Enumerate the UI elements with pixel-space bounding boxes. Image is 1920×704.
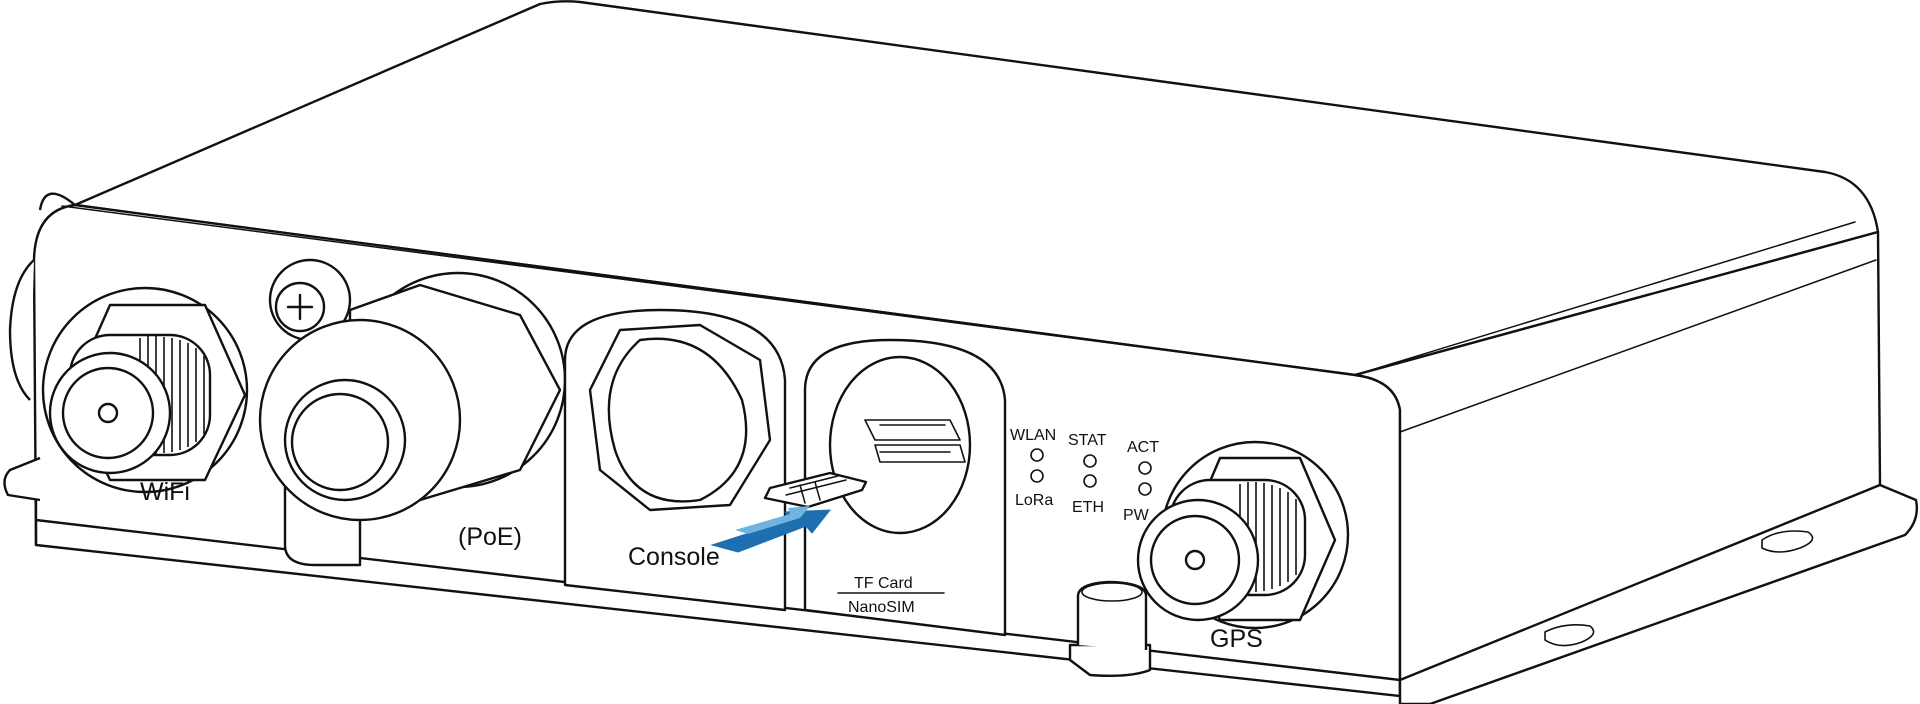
console-label: Console — [628, 543, 720, 571]
poe-cable-gland: (PoE) — [258, 271, 567, 567]
wifi-label: WiFi — [140, 478, 190, 506]
slot-right-1 — [1761, 530, 1814, 553]
ground-post-top — [1081, 582, 1143, 602]
led-label-eth: ETH — [1072, 499, 1104, 516]
led-label-pw: PW — [1123, 507, 1150, 524]
flange-left — [3, 456, 41, 502]
console-plug-face — [607, 337, 748, 503]
gps-connector: GPS — [1136, 440, 1350, 653]
led-indicators: WLAN LoRa STAT ETH ACT PW — [1010, 427, 1159, 524]
led-label-lora: LoRa — [1015, 492, 1053, 509]
tf-card-label: TF Card — [854, 575, 913, 592]
tf-nanosim-panel: TF Card NanoSIM — [710, 338, 1007, 637]
screw-cross — [286, 293, 314, 321]
led-label-stat: STAT — [1068, 432, 1107, 449]
gps-center-pin — [1184, 549, 1206, 571]
led-wlan — [1030, 448, 1044, 462]
led-pw — [1138, 482, 1152, 496]
gps-label: GPS — [1210, 625, 1263, 653]
led-label-act: ACT — [1127, 439, 1159, 456]
mounting-screw — [268, 258, 352, 342]
top-face — [38, 0, 1880, 377]
led-eth — [1083, 474, 1097, 488]
poe-cap-inner — [290, 392, 390, 492]
insert-arrow-highlight — [735, 506, 810, 534]
poe-label: (PoE) — [458, 523, 522, 551]
wifi-connector: WiFi — [41, 286, 249, 506]
led-act — [1138, 461, 1152, 475]
wifi-center-pin — [97, 402, 119, 424]
top-bevel-line — [61, 205, 1856, 376]
console-port-panel: Console — [563, 308, 787, 612]
right-inner-line — [1399, 259, 1877, 433]
tf-slot-bar — [879, 424, 951, 453]
nanosim-label: NanoSIM — [848, 599, 915, 616]
led-label-wlan: WLAN — [1010, 427, 1056, 444]
ground-post — [1068, 580, 1152, 678]
ground-post-base — [1068, 643, 1152, 678]
slot-right-2 — [1544, 624, 1595, 647]
led-lora — [1030, 469, 1044, 483]
nanosim-contacts — [785, 475, 847, 504]
led-stat — [1083, 454, 1097, 468]
left-side-lip — [8, 259, 35, 401]
